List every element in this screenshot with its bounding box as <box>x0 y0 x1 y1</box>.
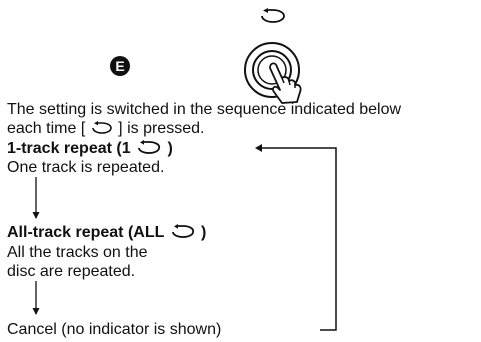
intro-line-2: each time [ ] is pressed. <box>7 119 204 138</box>
mode-desc-1-track: One track is repeated. <box>7 159 165 176</box>
loop-back-arrow-head <box>255 144 262 152</box>
step-marker-e: E <box>110 56 130 76</box>
down-arrow-2-head <box>32 308 40 315</box>
repeat-icon <box>261 8 285 23</box>
repeat-icon <box>171 224 194 238</box>
mode-title-all-track: All-track repeat (ALL ) <box>7 223 206 242</box>
finger-pressing-button-icon <box>269 62 302 104</box>
repeat-icon <box>91 121 112 134</box>
mode-title-1-track-close: ) <box>167 140 173 157</box>
intro-line-2-start: each time [ <box>7 120 86 137</box>
mode-desc-all-track-line-1: All the tracks on the <box>7 244 148 261</box>
intro-line-1: The setting is switched in the sequence … <box>7 101 402 118</box>
loop-back-arrow <box>262 147 337 331</box>
repeat-icon <box>138 140 161 154</box>
mode-title-all-track-text: All-track repeat (ALL <box>7 224 165 241</box>
mode-title-1-track-text: 1-track repeat (1 <box>7 140 131 157</box>
mode-title-1-track: 1-track repeat (1 ) <box>7 139 173 158</box>
repeat-button[interactable] <box>242 40 322 106</box>
mode-title-cancel: Cancel (no indicator is shown) <box>7 321 222 338</box>
down-arrow-1-head <box>32 212 40 219</box>
mode-title-all-track-close: ) <box>200 224 207 241</box>
mode-desc-all-track-line-2: disc are repeated. <box>7 263 136 280</box>
intro-line-2-end: ] is pressed. <box>118 120 205 137</box>
